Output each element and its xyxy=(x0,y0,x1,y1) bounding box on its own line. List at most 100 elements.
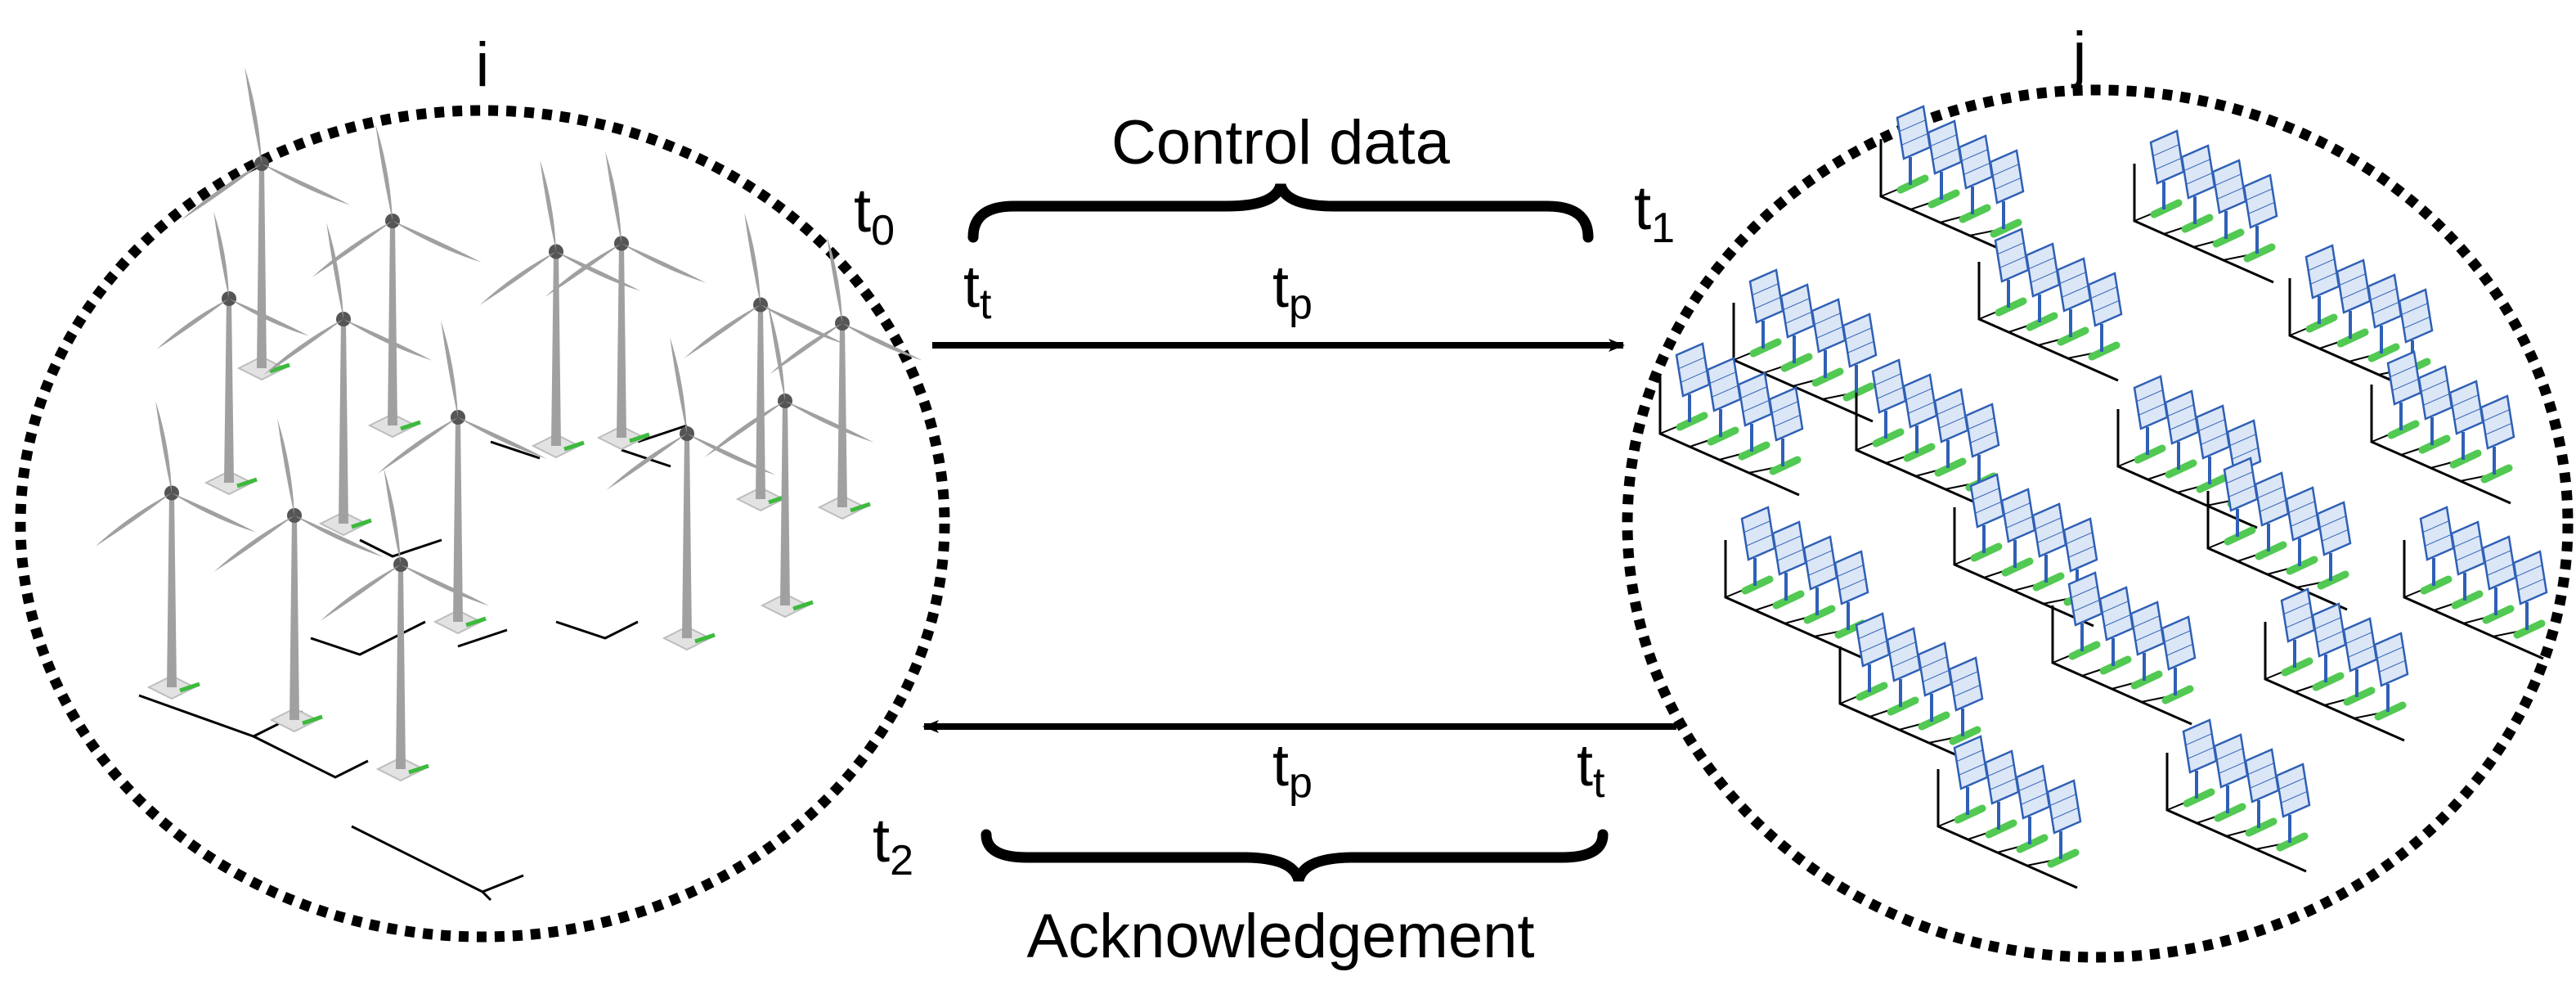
solar-panel xyxy=(1771,520,1807,610)
solar-panel xyxy=(1706,357,1742,446)
node-j: j xyxy=(1622,20,2574,963)
solar-panel xyxy=(1748,268,1784,358)
solar-panel xyxy=(2000,488,2036,577)
wind-turbine xyxy=(479,160,641,459)
solar-panel xyxy=(2211,159,2247,248)
solar-panel xyxy=(2242,173,2278,263)
solar-panel-group xyxy=(1732,268,1878,423)
solar-panel xyxy=(1802,535,1838,624)
acknowledgement-tt: tt xyxy=(1577,733,1605,807)
wind-turbine xyxy=(213,418,384,733)
wind-turbine xyxy=(263,222,433,537)
solar-panel xyxy=(2223,457,2259,546)
solar-panel xyxy=(1984,749,2020,839)
solar-panel xyxy=(2056,257,2092,346)
solar-panel xyxy=(1842,313,1878,402)
solar-panel xyxy=(2015,764,2051,853)
control-data-label: Control data xyxy=(1111,108,1451,178)
solar-panel xyxy=(2336,259,2372,348)
solar-panel xyxy=(1969,473,2005,562)
acknowledgement-brace xyxy=(981,829,1609,882)
solar-panel xyxy=(1917,641,1953,731)
solar-panel xyxy=(2087,272,2123,361)
solar-panel xyxy=(2182,718,2218,808)
acknowledgement-link: tp tt Acknowledgement xyxy=(922,720,1676,971)
solar-farm xyxy=(1658,105,2548,889)
node-i: i xyxy=(15,30,950,943)
acknowledgement-tp: tp xyxy=(1272,733,1313,807)
solar-panel-group xyxy=(1879,105,2025,259)
solar-panel xyxy=(2098,586,2134,675)
wind-turbine xyxy=(320,467,490,782)
node-j-boundary xyxy=(1622,84,2574,963)
solar-panel xyxy=(2481,535,2517,624)
solar-panel xyxy=(1768,386,1804,475)
solar-panel-group xyxy=(2133,129,2278,284)
solar-panel xyxy=(1933,388,1969,477)
solar-panel-group xyxy=(2051,571,2197,726)
wind-turbine xyxy=(704,304,874,619)
wind-turbine xyxy=(181,66,351,381)
solar-panel xyxy=(2164,389,2200,479)
solar-panel xyxy=(2304,244,2340,333)
time-label-t1: t1 xyxy=(1634,173,1675,252)
solar-panel xyxy=(2031,502,2067,592)
solar-panel xyxy=(2373,632,2409,721)
solar-panel-group xyxy=(2165,718,2311,873)
solar-panel xyxy=(2419,506,2455,595)
solar-panel xyxy=(2512,550,2548,639)
solar-panel xyxy=(2275,763,2311,852)
wind-turbine xyxy=(95,401,257,700)
acknowledgement-label: Acknowledgement xyxy=(1026,902,1534,971)
solar-panel xyxy=(2149,129,2185,218)
solar-panel xyxy=(2285,486,2321,575)
solar-panel xyxy=(2046,779,2082,868)
solar-panel xyxy=(1675,342,1711,431)
solar-panel xyxy=(2025,242,2061,331)
solar-panel xyxy=(1902,373,1938,462)
solar-panel xyxy=(2280,587,2316,677)
solar-panel-group xyxy=(2206,457,2352,611)
solar-panel xyxy=(2480,394,2515,484)
solar-panel xyxy=(1737,371,1773,461)
solar-panel xyxy=(2213,733,2249,822)
solar-panel xyxy=(2180,144,2216,233)
solar-panel xyxy=(1855,612,1891,701)
solar-panel xyxy=(2367,273,2403,362)
solar-panel xyxy=(2417,365,2453,454)
solar-panel-group xyxy=(1977,227,2123,382)
solar-panel xyxy=(1811,298,1847,387)
wind-turbine xyxy=(545,151,707,451)
control-data-tt: tt xyxy=(963,254,992,328)
solar-panel xyxy=(1779,283,1815,372)
wind-turbine xyxy=(377,320,547,635)
wind-turbine xyxy=(156,211,309,496)
solar-panel xyxy=(2133,375,2169,464)
solar-panel xyxy=(2129,601,2165,690)
solar-panel xyxy=(1989,149,2025,238)
wind-turbine xyxy=(684,213,846,512)
wind-farm-cables xyxy=(138,424,688,902)
node-i-boundary xyxy=(15,105,950,943)
solar-panel xyxy=(2450,520,2486,610)
solar-panel xyxy=(1958,134,1994,223)
solar-panel xyxy=(2161,615,2197,704)
solar-panel-group xyxy=(2288,244,2434,398)
solar-panel xyxy=(2244,748,2280,837)
solar-panel-group xyxy=(2370,350,2515,505)
wind-turbine xyxy=(770,236,922,520)
solar-panel-group xyxy=(2403,506,2548,660)
solar-panel xyxy=(1871,358,1907,448)
solar-panel xyxy=(2254,471,2290,560)
time-label-t0: t0 xyxy=(854,176,895,254)
solar-panel xyxy=(1886,627,1922,716)
solar-panel-group xyxy=(1838,612,1984,767)
wind-farm xyxy=(95,66,922,902)
solar-panel xyxy=(2316,501,2352,590)
solar-panel-group xyxy=(1724,506,1869,660)
node-j-label: j xyxy=(2071,20,2087,89)
wind-turbine xyxy=(606,336,776,651)
solar-panel-group xyxy=(1953,473,2098,628)
solar-panel-group xyxy=(1658,342,1804,497)
